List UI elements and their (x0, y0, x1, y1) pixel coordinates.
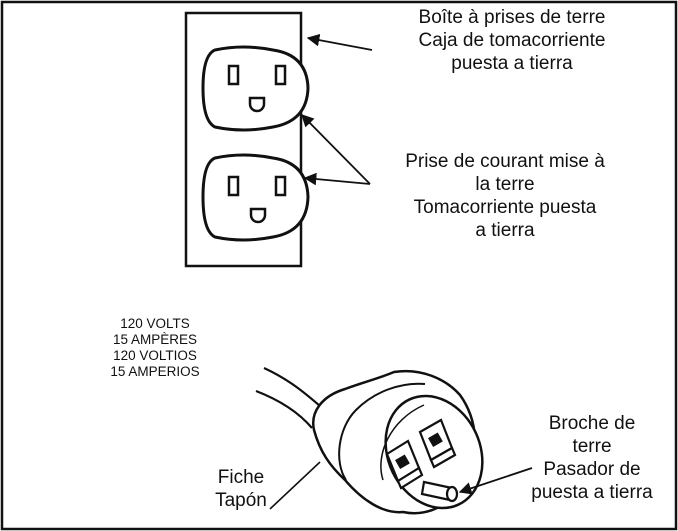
outlet-box-arrow (306, 33, 373, 51)
plug-blades (385, 418, 457, 490)
outlet-box-label-line: puesta a tierra (451, 53, 573, 74)
receptacle-upper (201, 45, 310, 132)
ground-pin (420, 480, 459, 503)
receptacle-label-line: a tierra (475, 220, 535, 241)
plug-cord (255, 367, 321, 429)
plug-leader (269, 461, 321, 510)
ratings-label-line: 15 AMPÈRES (112, 332, 198, 347)
plug-label-line: Fiche (217, 467, 265, 488)
ground-pin-arrow (458, 467, 533, 495)
ratings-label-line: 120 VOLTS (120, 316, 190, 331)
ground-pin-label-line: Broche de (548, 413, 636, 434)
receptacle-arrow-lower (303, 172, 371, 186)
outlet-box-label: Boîte à prises de terre Caja de tomacorr… (372, 6, 652, 75)
receptacle-arrow-upper (301, 114, 371, 185)
receptacle-label: Prise de courant mise à la terre Tomacor… (370, 150, 640, 242)
receptacle-lower (201, 153, 310, 242)
ground-pin-label: Broche de terre Pasador de puesta a tier… (512, 412, 672, 504)
outlet-box-label-line: Caja de tomacorriente (418, 30, 606, 51)
plug-label-line: Tapón (215, 490, 267, 511)
plug-label: Fiche Tapón (196, 466, 286, 512)
receptacle-label-line: la terre (475, 174, 535, 195)
ratings-label-line: 120 VOLTIOS (113, 348, 197, 363)
ground-pin-label-line: Pasador de (543, 459, 641, 480)
plug-body (311, 369, 484, 515)
outlet-box-label-line: Boîte à prises de terre (418, 7, 606, 28)
receptacle-label-line: Tomacorriente puesta (413, 197, 597, 218)
ratings-label: 120 VOLTS 15 AMPÈRES 120 VOLTIOS 15 AMPE… (80, 316, 230, 380)
receptacle-label-line: Prise de courant mise à (405, 151, 605, 172)
ground-pin-label-line: puesta a tierra (531, 482, 653, 503)
ratings-label-line: 15 AMPERIOS (110, 364, 200, 379)
ground-pin-label-line: terre (572, 436, 612, 457)
